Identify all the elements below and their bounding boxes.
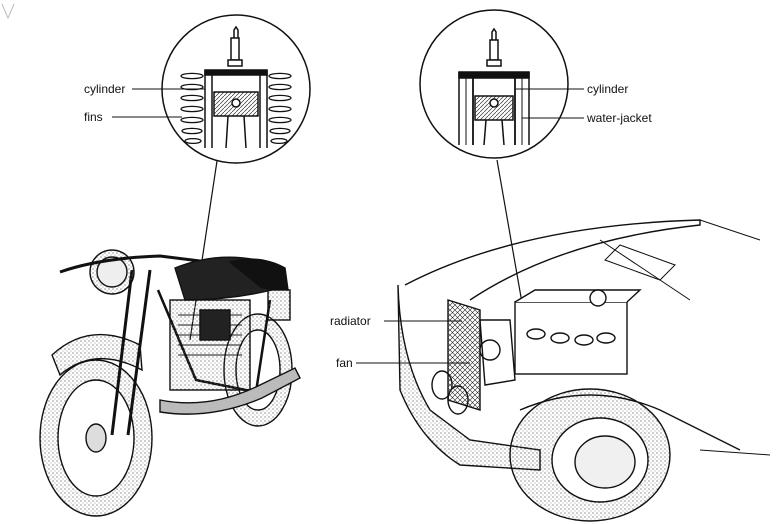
right-pointer-line bbox=[496, 159, 526, 321]
car-front-illustration bbox=[397, 219, 771, 522]
car-leader-lines bbox=[356, 320, 470, 364]
motorcycle-illustration bbox=[39, 249, 301, 517]
left-leader-lines bbox=[112, 88, 205, 118]
label-cylinder-right: cylinder bbox=[587, 82, 629, 96]
corner-mark bbox=[1, 3, 15, 20]
right-leader-lines bbox=[516, 88, 584, 119]
label-fins: fins bbox=[84, 110, 103, 124]
label-cylinder-left: cylinder bbox=[84, 82, 126, 96]
label-water-jacket: water-jacket bbox=[587, 111, 652, 125]
air-cooled-cylinder-detail bbox=[161, 14, 311, 164]
label-fan: fan bbox=[336, 356, 353, 370]
water-cooled-cylinder-detail bbox=[419, 9, 569, 159]
label-radiator: radiator bbox=[330, 314, 371, 328]
